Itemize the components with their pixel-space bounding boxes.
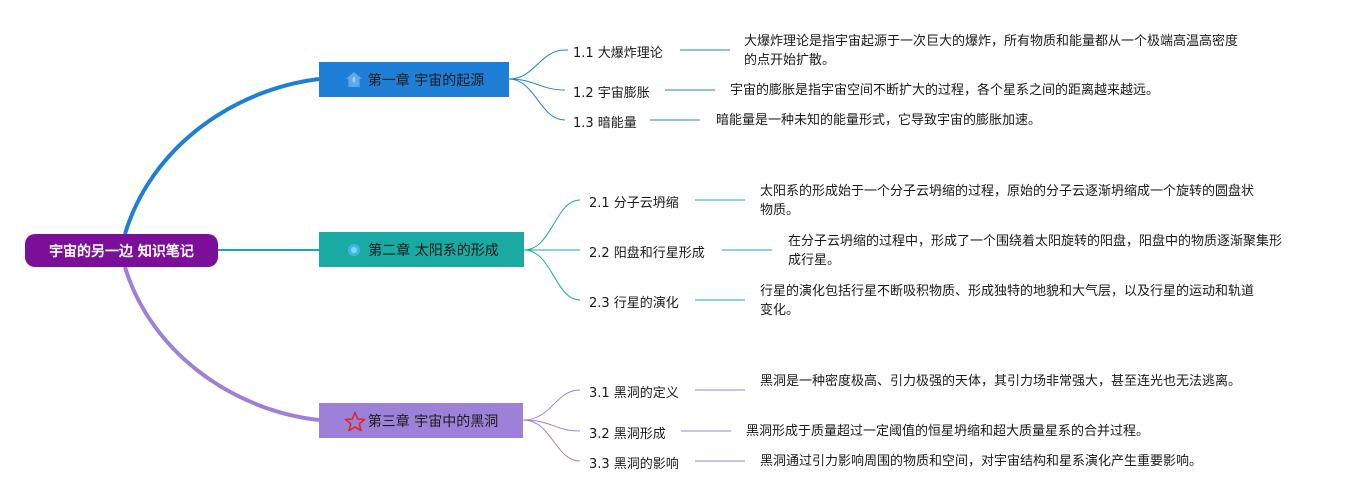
ch1-branch-1 <box>508 49 566 80</box>
star-icon <box>344 411 366 431</box>
ch2-item-1[interactable]: 2.1 分子云坍缩 <box>589 196 679 211</box>
chapter-2-label: 第二章 太阳系的形成 <box>368 242 499 259</box>
ch1-item-1[interactable]: 1.1 大爆炸理论 <box>573 46 663 61</box>
ch3-item-2-desc: 黑洞形成于质量超过一定阈值的恒星坍缩和超大质量星系的合并过程。 <box>746 424 1150 439</box>
ch3-item-1[interactable]: 3.1 黑洞的定义 <box>589 386 679 401</box>
ch1-branch-3 <box>508 78 566 121</box>
ch2-item-3-desc: 行星的演化包括行星不断吸积物质、形成独特的地貌和大气层，以及行星的运动和轨道变化… <box>760 284 1255 318</box>
ch1-item-1-desc: 大爆炸理论是指宇宙起源于一次巨大的爆炸，所有物质和能量都从一个极端高温高密度的点… <box>744 34 1239 68</box>
ch1-item-3-desc: 暗能量是一种未知的能量形式，它导致宇宙的膨胀加速。 <box>716 113 1042 128</box>
root-to-chapter-1 <box>123 77 320 235</box>
ch3-branch-1 <box>522 389 581 421</box>
ch2-item-2-desc: 在分子云坍缩的过程中，形成了一个围绕着太阳旋转的阳盘，阳盘中的物质逐渐聚集形成行… <box>788 234 1283 268</box>
ch3-item-3[interactable]: 3.3 黑洞的影响 <box>589 457 679 472</box>
chapter-3-node[interactable]: 第三章 宇宙中的黑洞 <box>319 403 523 438</box>
root-to-chapter-3 <box>123 266 320 422</box>
ch3-item-3-desc: 黑洞通过引力影响周围的物质和空间，对宇宙结构和星系演化产生重要影响。 <box>760 454 1203 469</box>
ch2-branch-3 <box>523 249 581 301</box>
house-icon <box>344 70 364 90</box>
sun-icon <box>344 240 364 260</box>
ch3-item-2[interactable]: 3.2 黑洞形成 <box>589 427 666 442</box>
ch1-item-2[interactable]: 1.2 宇宙膨胀 <box>573 86 650 101</box>
root-label: 宇宙的另一边 知识笔记 <box>49 243 194 260</box>
root-node[interactable]: 宇宙的另一边 知识笔记 <box>25 234 218 267</box>
ch2-item-3[interactable]: 2.3 行星的演化 <box>589 296 679 311</box>
ch1-item-2-desc: 宇宙的膨胀是指宇宙空间不断扩大的过程，各个星系之间的距离越来越远。 <box>730 83 1160 98</box>
ch1-item-3[interactable]: 1.3 暗能量 <box>573 116 637 131</box>
chapter-3-label: 第三章 宇宙中的黑洞 <box>367 413 499 430</box>
ch3-branch-2 <box>522 419 581 432</box>
ch2-branch-1 <box>523 199 581 251</box>
chapter-1-node[interactable]: 第一章 宇宙的起源 <box>319 62 509 97</box>
ch3-branch-3 <box>522 419 581 462</box>
ch2-item-2[interactable]: 2.2 阳盘和行星形成 <box>589 246 705 261</box>
chapter-2-node[interactable]: 第二章 太阳系的形成 <box>319 232 524 267</box>
ch2-item-1-desc: 太阳系的形成始于一个分子云坍缩的过程，原始的分子云逐渐坍缩成一个旋转的圆盘状物质… <box>760 184 1255 218</box>
ch3-item-1-desc: 黑洞是一种密度极高、引力极强的天体，其引力场非常强大，甚至连光也无法逃离。 <box>760 374 1242 389</box>
chapter-1-label: 第一章 宇宙的起源 <box>367 72 485 89</box>
